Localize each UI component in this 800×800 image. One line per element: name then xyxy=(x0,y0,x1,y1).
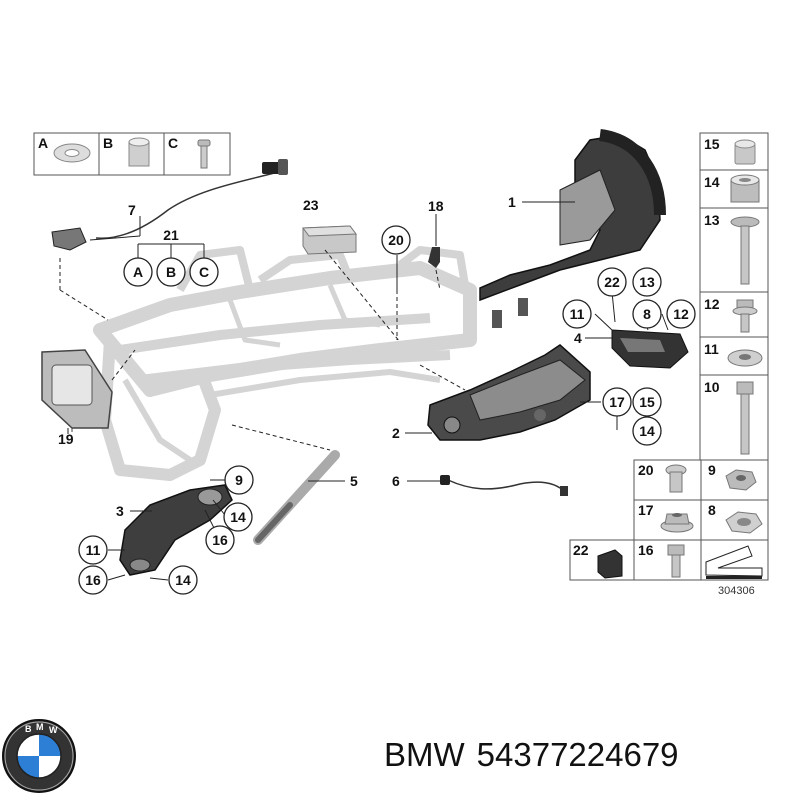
circled-callouts xyxy=(78,225,696,595)
legend-num-17: 17 xyxy=(638,502,654,518)
lock-nut-icon xyxy=(725,511,763,534)
rubber-buffer-icon xyxy=(597,549,623,579)
strut-part-5 xyxy=(253,450,340,545)
callout-17: 17 xyxy=(609,394,625,410)
callout-19: 19 xyxy=(58,431,74,447)
svg-text:M: M xyxy=(36,722,44,732)
legend-num-14: 14 xyxy=(704,174,720,190)
side-legend: 15 14 13 12 11 10 xyxy=(699,132,769,461)
callout-11-top: 11 xyxy=(570,306,585,322)
footer-brand: BMW 54377224679 xyxy=(384,736,691,774)
legend-num-16: 16 xyxy=(638,542,654,558)
legend-num-12: 12 xyxy=(704,296,720,312)
callout-11-bottom: 11 xyxy=(86,542,101,558)
legend-num-15: 15 xyxy=(704,136,720,152)
nut-icon xyxy=(725,469,757,491)
bushing-icon xyxy=(734,139,756,165)
brand-name: BMW xyxy=(384,736,465,773)
clip-part-18 xyxy=(428,247,440,268)
callout-b: B xyxy=(166,264,176,280)
callout-1: 1 xyxy=(508,194,516,210)
crossmember-part-2 xyxy=(427,344,591,441)
callout-18: 18 xyxy=(428,198,444,214)
legend-letter-b: B xyxy=(103,135,113,151)
sleeve-icon xyxy=(730,174,760,203)
legend-letter-c: C xyxy=(168,135,178,151)
bracket-part-19 xyxy=(41,349,113,432)
arrow-icon xyxy=(705,545,763,579)
bolt-icon xyxy=(730,216,760,285)
callout-16-bottom: 16 xyxy=(85,572,101,588)
callout-21: 21 xyxy=(163,227,179,243)
svg-text:W: W xyxy=(49,725,58,735)
sensor-cable-part-7 xyxy=(51,159,288,251)
part-number: 54377224679 xyxy=(476,736,679,773)
bmw-logo-icon: B M W xyxy=(2,719,76,793)
flange-nut-icon xyxy=(660,513,694,533)
legend-num-11: 11 xyxy=(704,341,719,357)
subframe xyxy=(93,246,477,481)
callout-16-mid: 16 xyxy=(212,532,228,548)
callout-3: 3 xyxy=(116,503,124,519)
callout-12: 12 xyxy=(673,306,689,322)
top-legend: A B C xyxy=(33,132,231,176)
sleeve-icon xyxy=(128,137,150,167)
legend-num-13: 13 xyxy=(704,212,720,228)
callout-a: A xyxy=(133,264,143,280)
legend-letter-a: A xyxy=(38,135,48,151)
callout-9: 9 xyxy=(235,472,243,488)
callout-23: 23 xyxy=(303,197,319,213)
legend-num-8: 8 xyxy=(708,502,716,518)
washer-icon xyxy=(53,143,91,163)
callout-labels: 7 23 18 1 4 2 19 5 6 3 xyxy=(58,194,582,519)
callout-14-bottom: 14 xyxy=(175,572,191,588)
reference-number: 304306 xyxy=(718,585,755,597)
washer-icon xyxy=(727,349,763,367)
callout-4: 4 xyxy=(574,330,582,346)
screw-icon xyxy=(197,139,211,169)
bracket-part-3 xyxy=(119,484,233,576)
callout-13: 13 xyxy=(639,274,655,290)
callout-8: 8 xyxy=(643,306,651,322)
legend-num-9: 9 xyxy=(708,462,716,478)
flange-bolt-icon xyxy=(732,299,758,333)
callout-20: 20 xyxy=(388,232,404,248)
circled-callout-text: 20 21 A B C 22 13 11 8 12 17 15 14 9 14 … xyxy=(85,227,689,588)
long-bolt-icon xyxy=(736,381,754,455)
legend-num-20: 20 xyxy=(638,462,654,478)
legend-num-22: 22 xyxy=(573,542,589,558)
leader-lines xyxy=(59,201,669,581)
bracket-part-1 xyxy=(479,129,666,328)
callout-5: 5 xyxy=(350,473,358,489)
callout-14-mid: 14 xyxy=(230,509,246,525)
box-part-23 xyxy=(302,225,357,255)
sensor-part-6 xyxy=(440,475,568,496)
rivet-icon xyxy=(665,464,687,493)
callout-2: 2 xyxy=(392,425,400,441)
legend-num-10: 10 xyxy=(704,379,720,395)
screw-icon xyxy=(667,544,685,578)
callout-15: 15 xyxy=(639,394,655,410)
callout-c: C xyxy=(199,264,209,280)
callout-22: 22 xyxy=(604,274,620,290)
bottom-legend: 20 9 17 8 22 16 xyxy=(569,459,769,597)
callout-7: 7 xyxy=(128,202,136,218)
callout-6: 6 xyxy=(392,473,400,489)
svg-text:B: B xyxy=(25,724,32,734)
mount-part-4 xyxy=(611,329,689,369)
callout-14-right: 14 xyxy=(639,423,655,439)
